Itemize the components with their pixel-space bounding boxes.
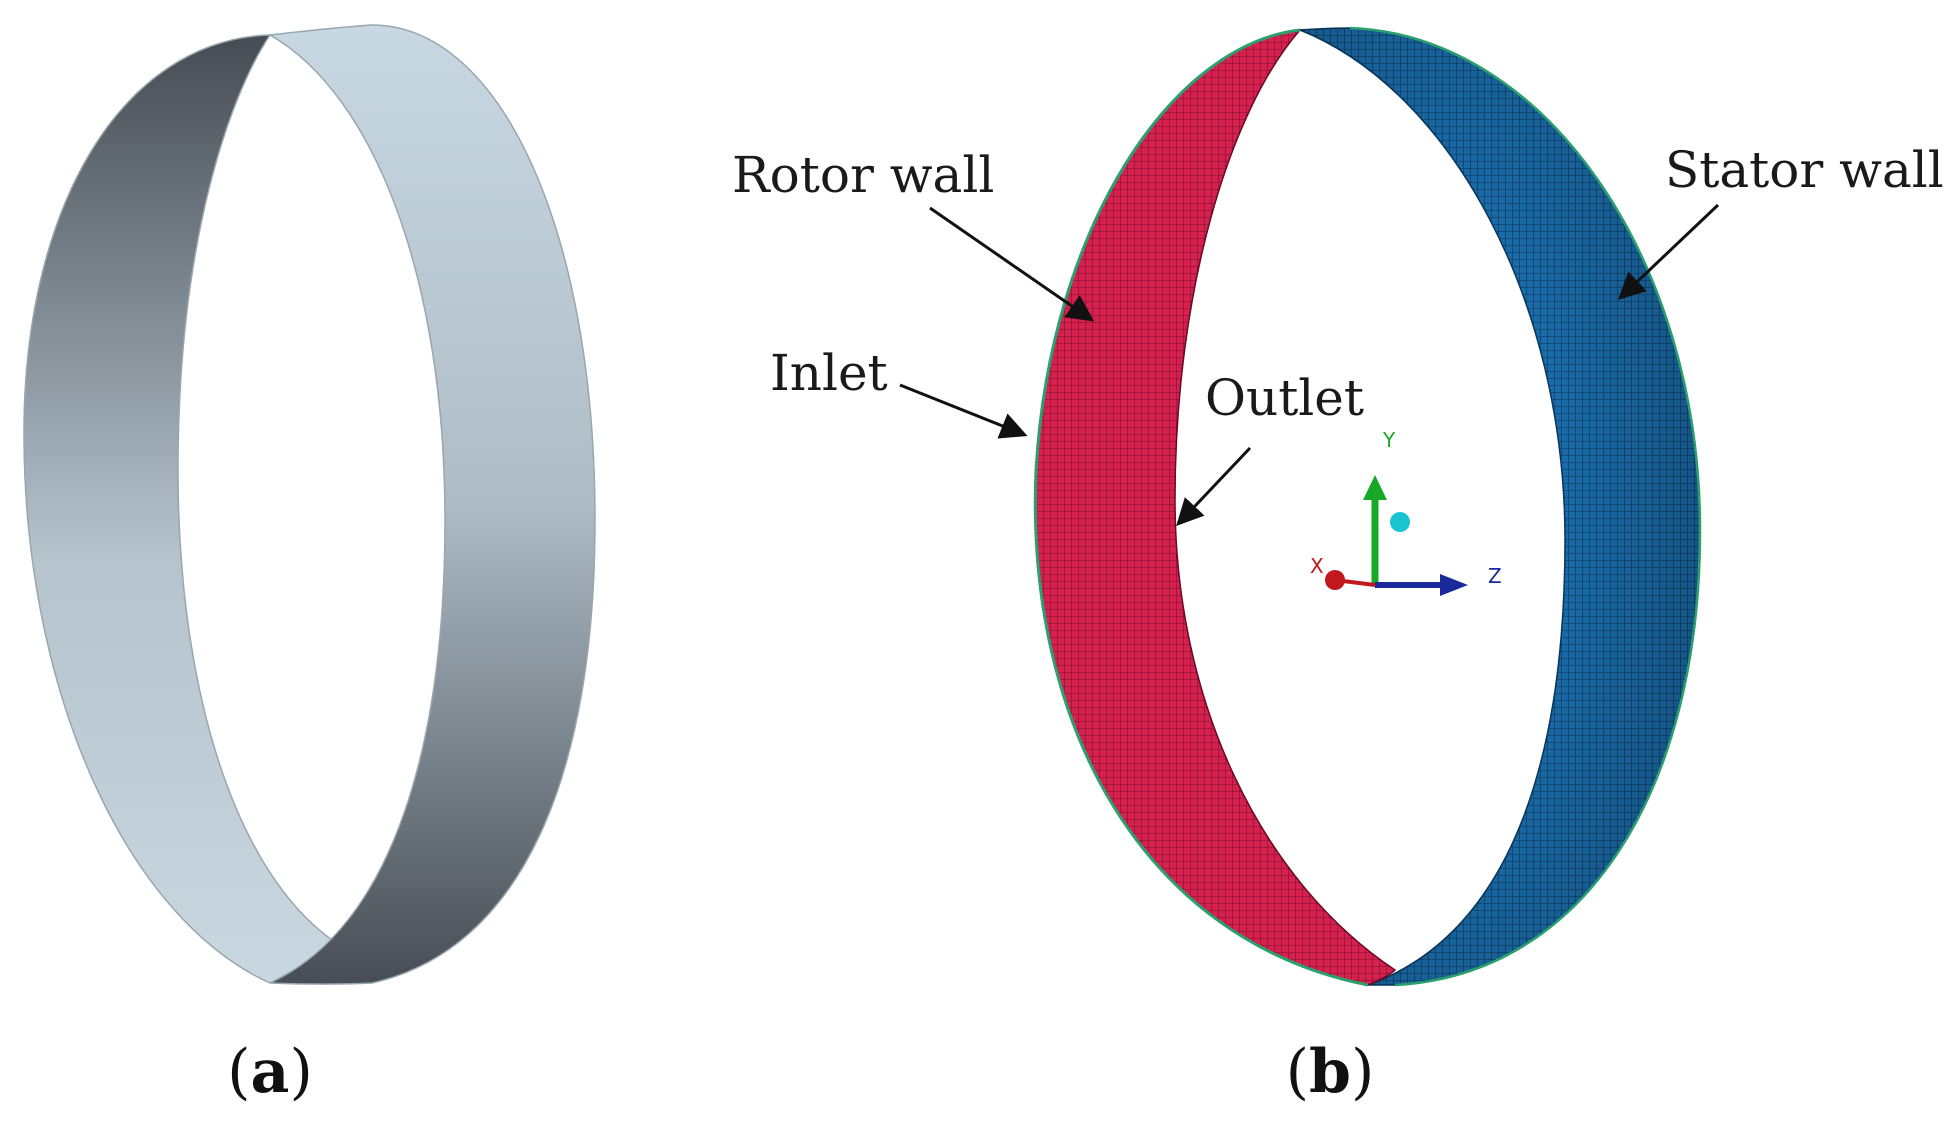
outlet-label: Outlet — [1205, 369, 1364, 427]
z-axis-label: Z — [1488, 564, 1502, 588]
z-axis-arrowhead — [1440, 574, 1468, 596]
panel-b-label: (b) — [1286, 1037, 1375, 1107]
axis-triad: Y Z X — [1310, 428, 1502, 596]
axis-origin-dot — [1390, 512, 1410, 532]
stator-wall-arrow — [1618, 203, 1720, 300]
stator-wall-shade — [1300, 28, 1700, 985]
inlet-rim — [1033, 28, 1369, 987]
panel-a: (a) — [23, 24, 596, 1107]
inlet-label: Inlet — [770, 344, 888, 402]
ring-geometry-b — [1033, 26, 1702, 987]
panel-b: Rotor wall Stator wall Inlet Outlet Y Z … — [732, 26, 1944, 1107]
ring-a-left-band — [23, 34, 334, 984]
x-axis-label: X — [1310, 554, 1324, 578]
x-axis-line — [1334, 578, 1376, 587]
outlet-arrow — [1176, 446, 1252, 526]
ring-a-right-band — [267, 24, 596, 985]
inlet-arrow — [899, 383, 1028, 439]
rotor-wall-label: Rotor wall — [732, 146, 994, 204]
ring-geometry-a — [23, 24, 596, 985]
stator-wall-label: Stator wall — [1665, 141, 1944, 199]
y-axis-arrowhead — [1363, 475, 1387, 500]
panel-a-label: (a) — [227, 1037, 313, 1107]
rotor-wall-arrow — [929, 206, 1095, 322]
y-axis-label: Y — [1382, 428, 1396, 452]
outer-rim — [1349, 26, 1702, 987]
rotor-wall-band — [1034, 29, 1397, 986]
